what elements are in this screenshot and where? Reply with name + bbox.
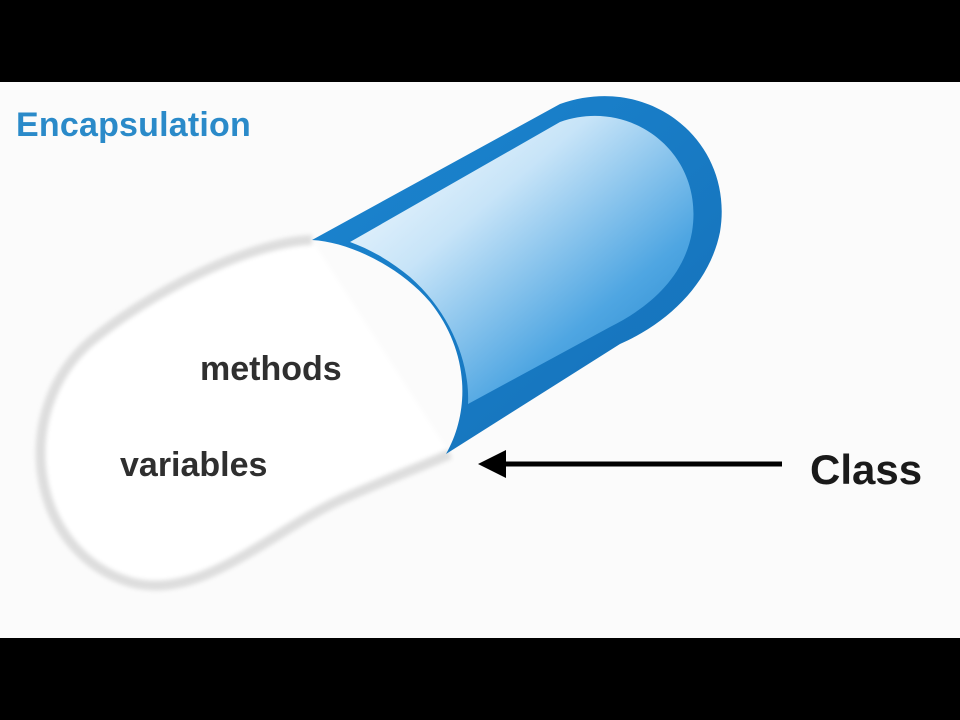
capsule-body — [35, 235, 452, 591]
label-variables: variables — [120, 446, 268, 484]
letterbox-top — [0, 0, 960, 82]
label-methods: methods — [200, 350, 342, 388]
letterbox-bottom — [0, 638, 960, 720]
arrow-left-icon — [478, 450, 506, 478]
diagram-canvas: Encapsulation methods variables Class — [0, 82, 960, 638]
capsule-icon — [35, 96, 782, 591]
page-title: Encapsulation — [16, 106, 251, 144]
label-class: Class — [810, 446, 923, 493]
capsule-cap-highlight — [350, 115, 694, 404]
